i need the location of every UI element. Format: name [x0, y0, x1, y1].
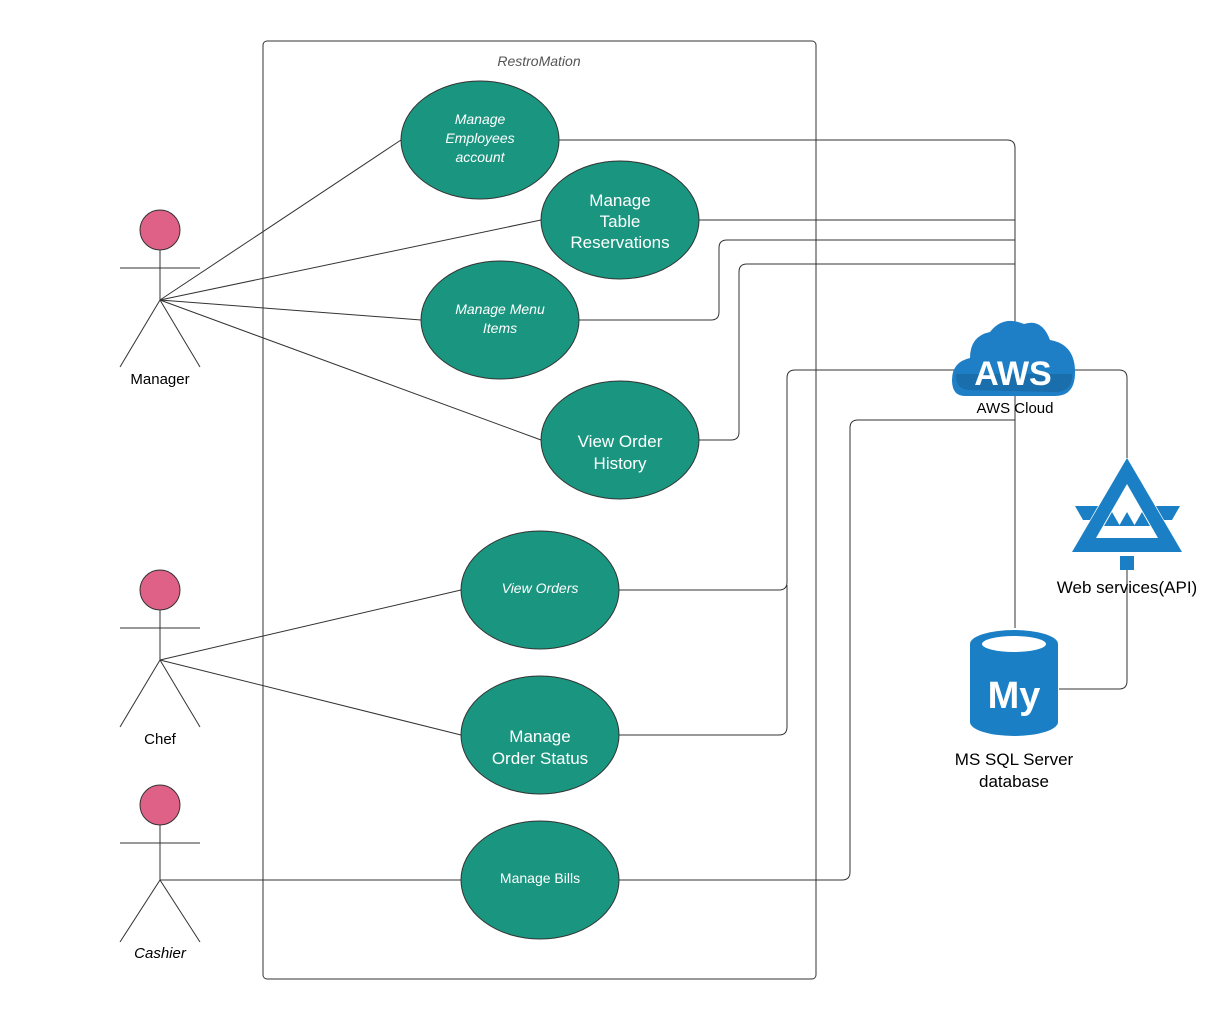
- use-case-manage-employees[interactable]: Manage Employees account: [400, 80, 560, 200]
- actor-leg-right: [159, 299, 201, 368]
- system-boundary-box: [262, 40, 817, 980]
- use-case-label: Manage: [589, 191, 650, 210]
- use-cases: Manage Employees account Manage Table Re…: [400, 80, 700, 940]
- use-case-shape: [400, 80, 560, 200]
- use-case-shape: [420, 260, 580, 380]
- use-case-label: Manage Bills: [500, 870, 580, 886]
- actor-label: Cashier: [134, 945, 187, 962]
- assoc-chef-view-orders: [159, 589, 462, 661]
- use-case-label: Manage Menu: [455, 301, 545, 317]
- conn-menu-aws: [579, 239, 1015, 321]
- conn-employees-aws: [559, 139, 1016, 628]
- use-case-label: Order Status: [492, 749, 588, 768]
- use-case-label: Items: [483, 320, 517, 336]
- use-case-label: Manage: [455, 111, 506, 127]
- use-case-shape: [540, 380, 700, 500]
- use-case-manage-menu-items[interactable]: Manage Menu Items: [420, 260, 580, 380]
- database-icon: My: [970, 630, 1058, 736]
- use-case-label: Employees: [445, 130, 514, 146]
- actor-head: [139, 569, 181, 611]
- actor-chef[interactable]: Chef: [119, 569, 201, 748]
- conn-history-aws: [699, 263, 1015, 441]
- actor-head: [139, 209, 181, 251]
- database-label: database: [979, 772, 1049, 791]
- actor-label: Chef: [144, 731, 177, 748]
- assoc-manager-employees: [159, 139, 402, 301]
- conn-api-db: [1059, 570, 1128, 690]
- web-services-api[interactable]: Web services(API): [1057, 458, 1197, 597]
- aws-cloud-label: AWS Cloud: [977, 400, 1054, 417]
- actor-leg-left: [119, 299, 161, 368]
- actor-leg-right: [159, 659, 201, 728]
- actor-label: Manager: [130, 371, 189, 388]
- use-case-label: account: [455, 149, 505, 165]
- conn-aws-api: [1075, 369, 1128, 458]
- connectors: [159, 139, 1128, 881]
- use-case-label: View Order: [578, 432, 663, 451]
- use-case-view-orders[interactable]: View Orders: [460, 530, 620, 650]
- assoc-manager-reservations: [159, 219, 542, 301]
- actor-head: [139, 784, 181, 826]
- use-case-shape: [540, 160, 700, 280]
- use-case-shape: [460, 675, 620, 795]
- actors: Manager Chef Cashier: [119, 209, 201, 962]
- conn-view-orders-aws: [619, 369, 955, 591]
- database-logo-text: My: [988, 675, 1041, 717]
- actor-leg-left: [119, 659, 161, 728]
- aws-cloud[interactable]: AWS AWS Cloud: [952, 320, 1076, 417]
- api-icon: [1072, 458, 1182, 570]
- actor-leg-right: [159, 879, 201, 943]
- use-case-shape: [460, 820, 620, 940]
- actor-leg-left: [119, 879, 161, 943]
- use-case-label: History: [594, 454, 647, 473]
- conn-order-status-aws: [619, 585, 788, 736]
- aws-logo-text: AWS: [974, 355, 1051, 393]
- use-case-manage-order-status[interactable]: Manage Order Status: [460, 675, 620, 795]
- ms-sql-database[interactable]: My MS SQL Server database: [955, 630, 1074, 791]
- assoc-manager-menu: [159, 299, 422, 321]
- use-case-view-order-history[interactable]: View Order History: [540, 380, 700, 500]
- use-case-label: Manage: [509, 727, 570, 746]
- assoc-chef-order-status: [159, 659, 462, 736]
- use-case-shape: [460, 530, 620, 650]
- use-case-manage-table-reservations[interactable]: Manage Table Reservations: [540, 160, 700, 280]
- use-case-label: View Orders: [502, 580, 579, 596]
- use-case-manage-bills[interactable]: Manage Bills: [460, 820, 620, 940]
- use-case-label: Table: [600, 212, 641, 231]
- actor-manager[interactable]: Manager: [119, 209, 201, 388]
- use-case-label: Reservations: [570, 233, 669, 252]
- system-boundary: RestroMation: [262, 40, 817, 980]
- api-label: Web services(API): [1057, 578, 1197, 597]
- actor-cashier[interactable]: Cashier: [119, 784, 201, 962]
- conn-bills-aws: [619, 419, 1015, 881]
- database-label: MS SQL Server: [955, 750, 1074, 769]
- aws-cloud-icon: AWS: [952, 320, 1076, 396]
- assoc-manager-history: [159, 299, 542, 441]
- system-title: RestroMation: [497, 53, 580, 69]
